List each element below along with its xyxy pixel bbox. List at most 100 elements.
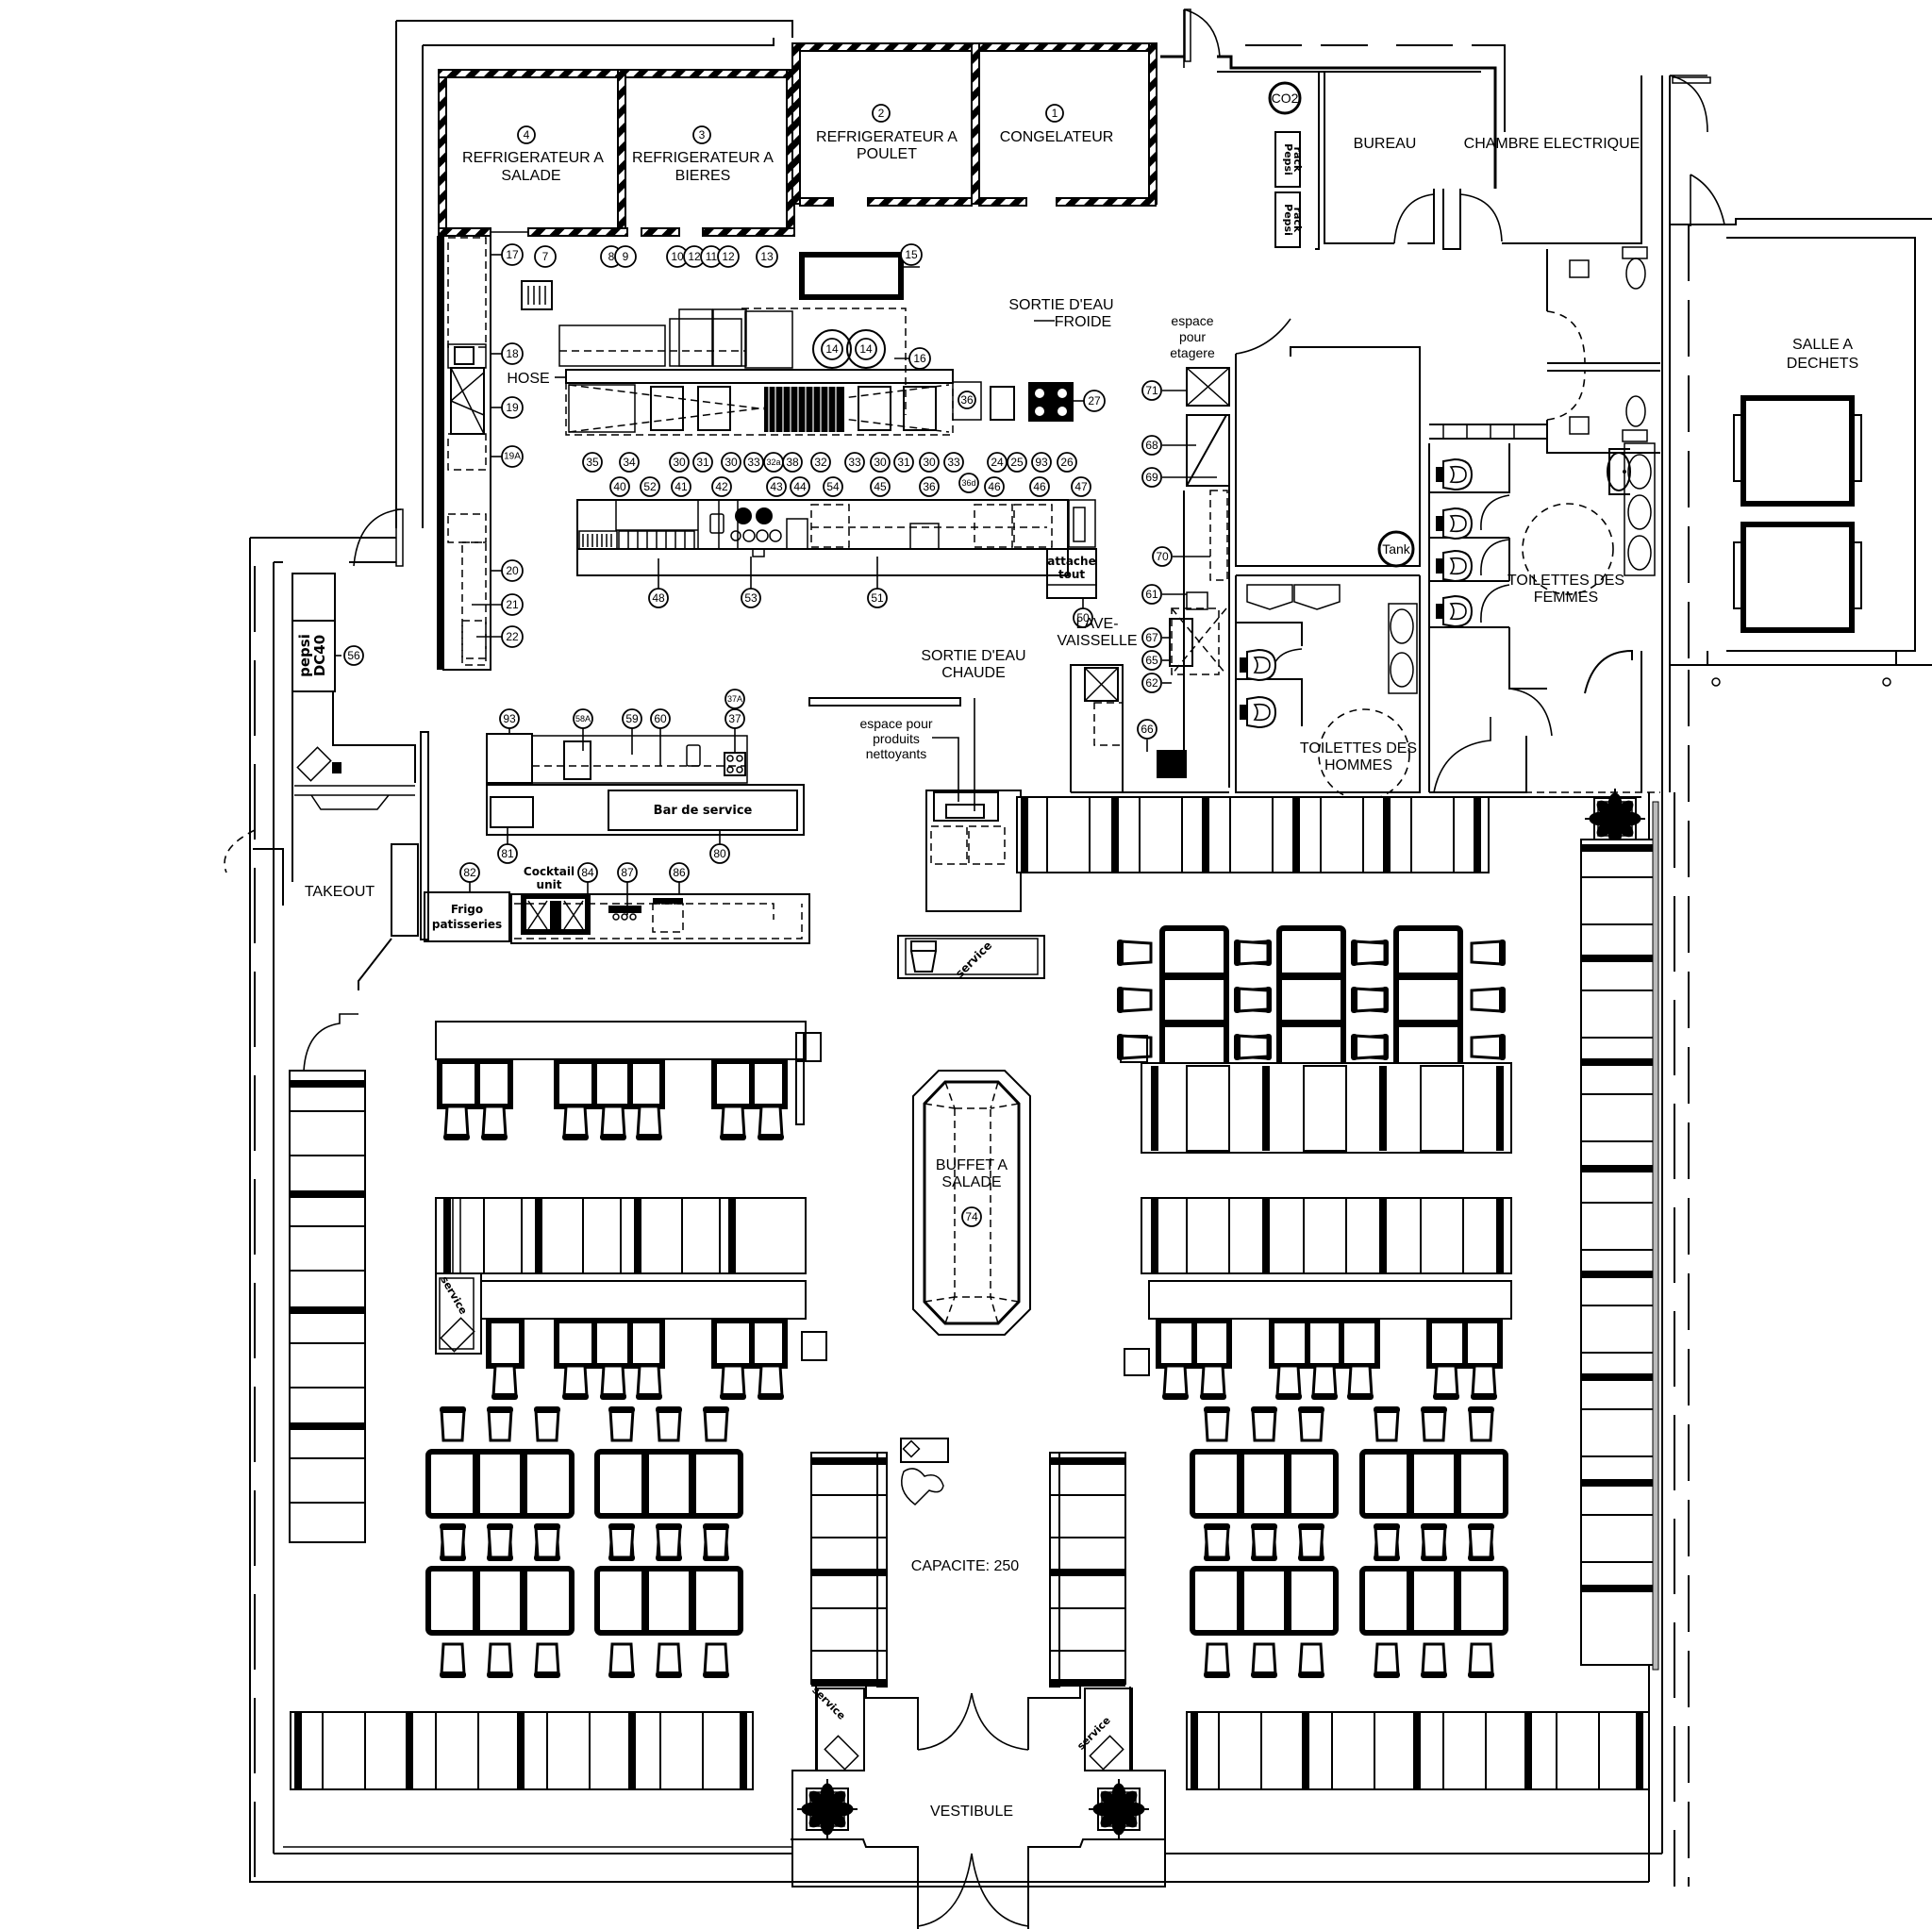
svg-text:HOSE: HOSE bbox=[507, 371, 549, 387]
svg-text:42: 42 bbox=[715, 480, 728, 493]
svg-text:56: 56 bbox=[347, 649, 360, 662]
room-chambre-electrique: CHAMBRE ELECTRIQUE bbox=[1464, 136, 1641, 152]
svg-text:TOILETTES DES: TOILETTES DES bbox=[1507, 573, 1624, 589]
svg-text:8: 8 bbox=[608, 250, 615, 263]
svg-text:93: 93 bbox=[1035, 456, 1048, 469]
svg-text:80: 80 bbox=[713, 847, 726, 860]
service-station-center: service bbox=[897, 935, 1045, 980]
lower-right-tables bbox=[1192, 1406, 1506, 1678]
svg-text:67: 67 bbox=[1145, 631, 1158, 644]
room-toilettes-femmes: TOILETTES DES FEMMES bbox=[1428, 442, 1656, 793]
svg-text:65: 65 bbox=[1145, 654, 1158, 667]
svg-text:74: 74 bbox=[965, 1210, 978, 1223]
svg-text:3: 3 bbox=[699, 128, 706, 141]
room-vestibule: VESTIBULE bbox=[930, 1804, 1013, 1820]
svg-text:62: 62 bbox=[1145, 676, 1158, 690]
svg-text:12: 12 bbox=[722, 250, 735, 263]
dishwash-area: LAVE- VAISSELLE bbox=[1057, 367, 1230, 793]
svg-text:2: 2 bbox=[878, 107, 885, 120]
svg-text:service: service bbox=[438, 1274, 469, 1317]
sortie-eau-froide-label: SORTIE D'EAU FROIDE bbox=[1008, 297, 1113, 330]
svg-text:36: 36 bbox=[923, 480, 936, 493]
svg-text:61: 61 bbox=[1145, 588, 1158, 601]
svg-text:DC40: DC40 bbox=[311, 635, 328, 676]
svg-text:52: 52 bbox=[643, 480, 657, 493]
svg-text:REFRIGERATEUR A: REFRIGERATEUR A bbox=[632, 150, 774, 166]
svg-text:SORTIE D'EAU: SORTIE D'EAU bbox=[1008, 297, 1113, 313]
svg-text:68: 68 bbox=[1145, 439, 1158, 452]
svg-text:SORTIE D'EAU: SORTIE D'EAU bbox=[921, 648, 1025, 664]
walk-in-coolers bbox=[438, 42, 1158, 237]
cook-line bbox=[521, 252, 1074, 436]
bar-front-counter: Frigo patisseries Cocktail unit bbox=[424, 865, 810, 944]
plant-icon bbox=[1087, 1777, 1151, 1841]
svg-text:FEMMES: FEMMES bbox=[1534, 590, 1598, 606]
svg-text:30: 30 bbox=[874, 456, 887, 469]
svg-text:82: 82 bbox=[463, 866, 476, 879]
svg-text:POULET: POULET bbox=[857, 146, 917, 162]
svg-text:unit: unit bbox=[537, 878, 562, 891]
svg-text:26: 26 bbox=[1060, 456, 1074, 469]
hose-label: HOSE bbox=[507, 371, 566, 387]
svg-text:REFRIGERATEUR A: REFRIGERATEUR A bbox=[462, 150, 604, 166]
svg-text:Pepsi: Pepsi bbox=[1282, 204, 1294, 236]
svg-text:53: 53 bbox=[744, 591, 758, 605]
svg-text:34: 34 bbox=[623, 456, 636, 469]
plant-icon bbox=[795, 1777, 859, 1841]
svg-text:33: 33 bbox=[848, 456, 861, 469]
svg-text:rack: rack bbox=[1291, 208, 1304, 233]
svg-text:27: 27 bbox=[1088, 394, 1101, 407]
co2-tank-icon bbox=[1268, 81, 1302, 115]
svg-text:9: 9 bbox=[623, 250, 629, 263]
svg-text:31: 31 bbox=[897, 456, 910, 469]
svg-text:69: 69 bbox=[1145, 471, 1158, 484]
prep-counter: attache tout bbox=[576, 499, 1097, 599]
svg-text:87: 87 bbox=[621, 866, 634, 879]
svg-text:SALLE A: SALLE A bbox=[1792, 337, 1853, 353]
svg-text:41: 41 bbox=[675, 480, 688, 493]
svg-text:CHAUDE: CHAUDE bbox=[941, 665, 1006, 681]
svg-text:espace pour: espace pour bbox=[859, 716, 932, 731]
svg-text:19A: 19A bbox=[504, 452, 521, 462]
svg-text:pour: pour bbox=[1179, 329, 1206, 344]
svg-text:SALADE: SALADE bbox=[501, 168, 560, 184]
svg-text:produits: produits bbox=[873, 731, 920, 746]
vestibule: service service VESTIBULE bbox=[791, 1684, 1166, 1929]
pepsi-dc40: pepsi DC40 56 bbox=[291, 573, 429, 990]
svg-text:HOMMES: HOMMES bbox=[1324, 757, 1392, 773]
svg-text:84: 84 bbox=[581, 866, 594, 879]
svg-text:81: 81 bbox=[501, 847, 514, 860]
svg-text:BUFFET A: BUFFET A bbox=[936, 1157, 1008, 1173]
svg-text:54: 54 bbox=[826, 480, 840, 493]
room-congelateur: 1 CONGELATEUR bbox=[1000, 104, 1113, 145]
svg-text:15: 15 bbox=[905, 248, 918, 261]
svg-text:Bar de service: Bar de service bbox=[654, 804, 753, 818]
svg-text:21: 21 bbox=[506, 598, 519, 611]
bottom-wall-booths-right bbox=[1186, 1711, 1650, 1790]
svg-text:14: 14 bbox=[825, 342, 839, 356]
svg-text:VAISSELLE: VAISSELLE bbox=[1057, 633, 1137, 649]
staff-washrooms bbox=[1429, 246, 1660, 454]
svg-text:36: 36 bbox=[960, 393, 974, 407]
svg-text:nettoyants: nettoyants bbox=[866, 746, 927, 761]
left-dining-island: service bbox=[435, 1021, 827, 1402]
hot-water-station: SORTIE D'EAU CHAUDE espace pour produits… bbox=[808, 648, 1026, 912]
svg-text:86: 86 bbox=[673, 866, 686, 879]
svg-text:70: 70 bbox=[1156, 550, 1169, 563]
room-refrigerateur-poulet: 2 REFRIGERATEUR A POULET bbox=[816, 104, 958, 162]
room-number: 4 bbox=[524, 128, 530, 141]
dumpster bbox=[1740, 395, 1855, 507]
svg-text:10: 10 bbox=[671, 250, 684, 263]
tags-cookline-bottom: 35 34 30 31 30 33 32a 38 32 33 30 31 30 … bbox=[582, 391, 1077, 493]
svg-text:44: 44 bbox=[793, 480, 807, 493]
svg-text:rack: rack bbox=[1291, 147, 1304, 173]
svg-text:30: 30 bbox=[923, 456, 936, 469]
svg-text:1: 1 bbox=[1052, 107, 1058, 120]
svg-text:Pepsi: Pepsi bbox=[1282, 143, 1294, 175]
svg-text:CO2: CO2 bbox=[1272, 91, 1299, 106]
svg-text:12: 12 bbox=[688, 250, 701, 263]
svg-text:71: 71 bbox=[1145, 384, 1158, 397]
svg-text:60: 60 bbox=[654, 712, 667, 725]
